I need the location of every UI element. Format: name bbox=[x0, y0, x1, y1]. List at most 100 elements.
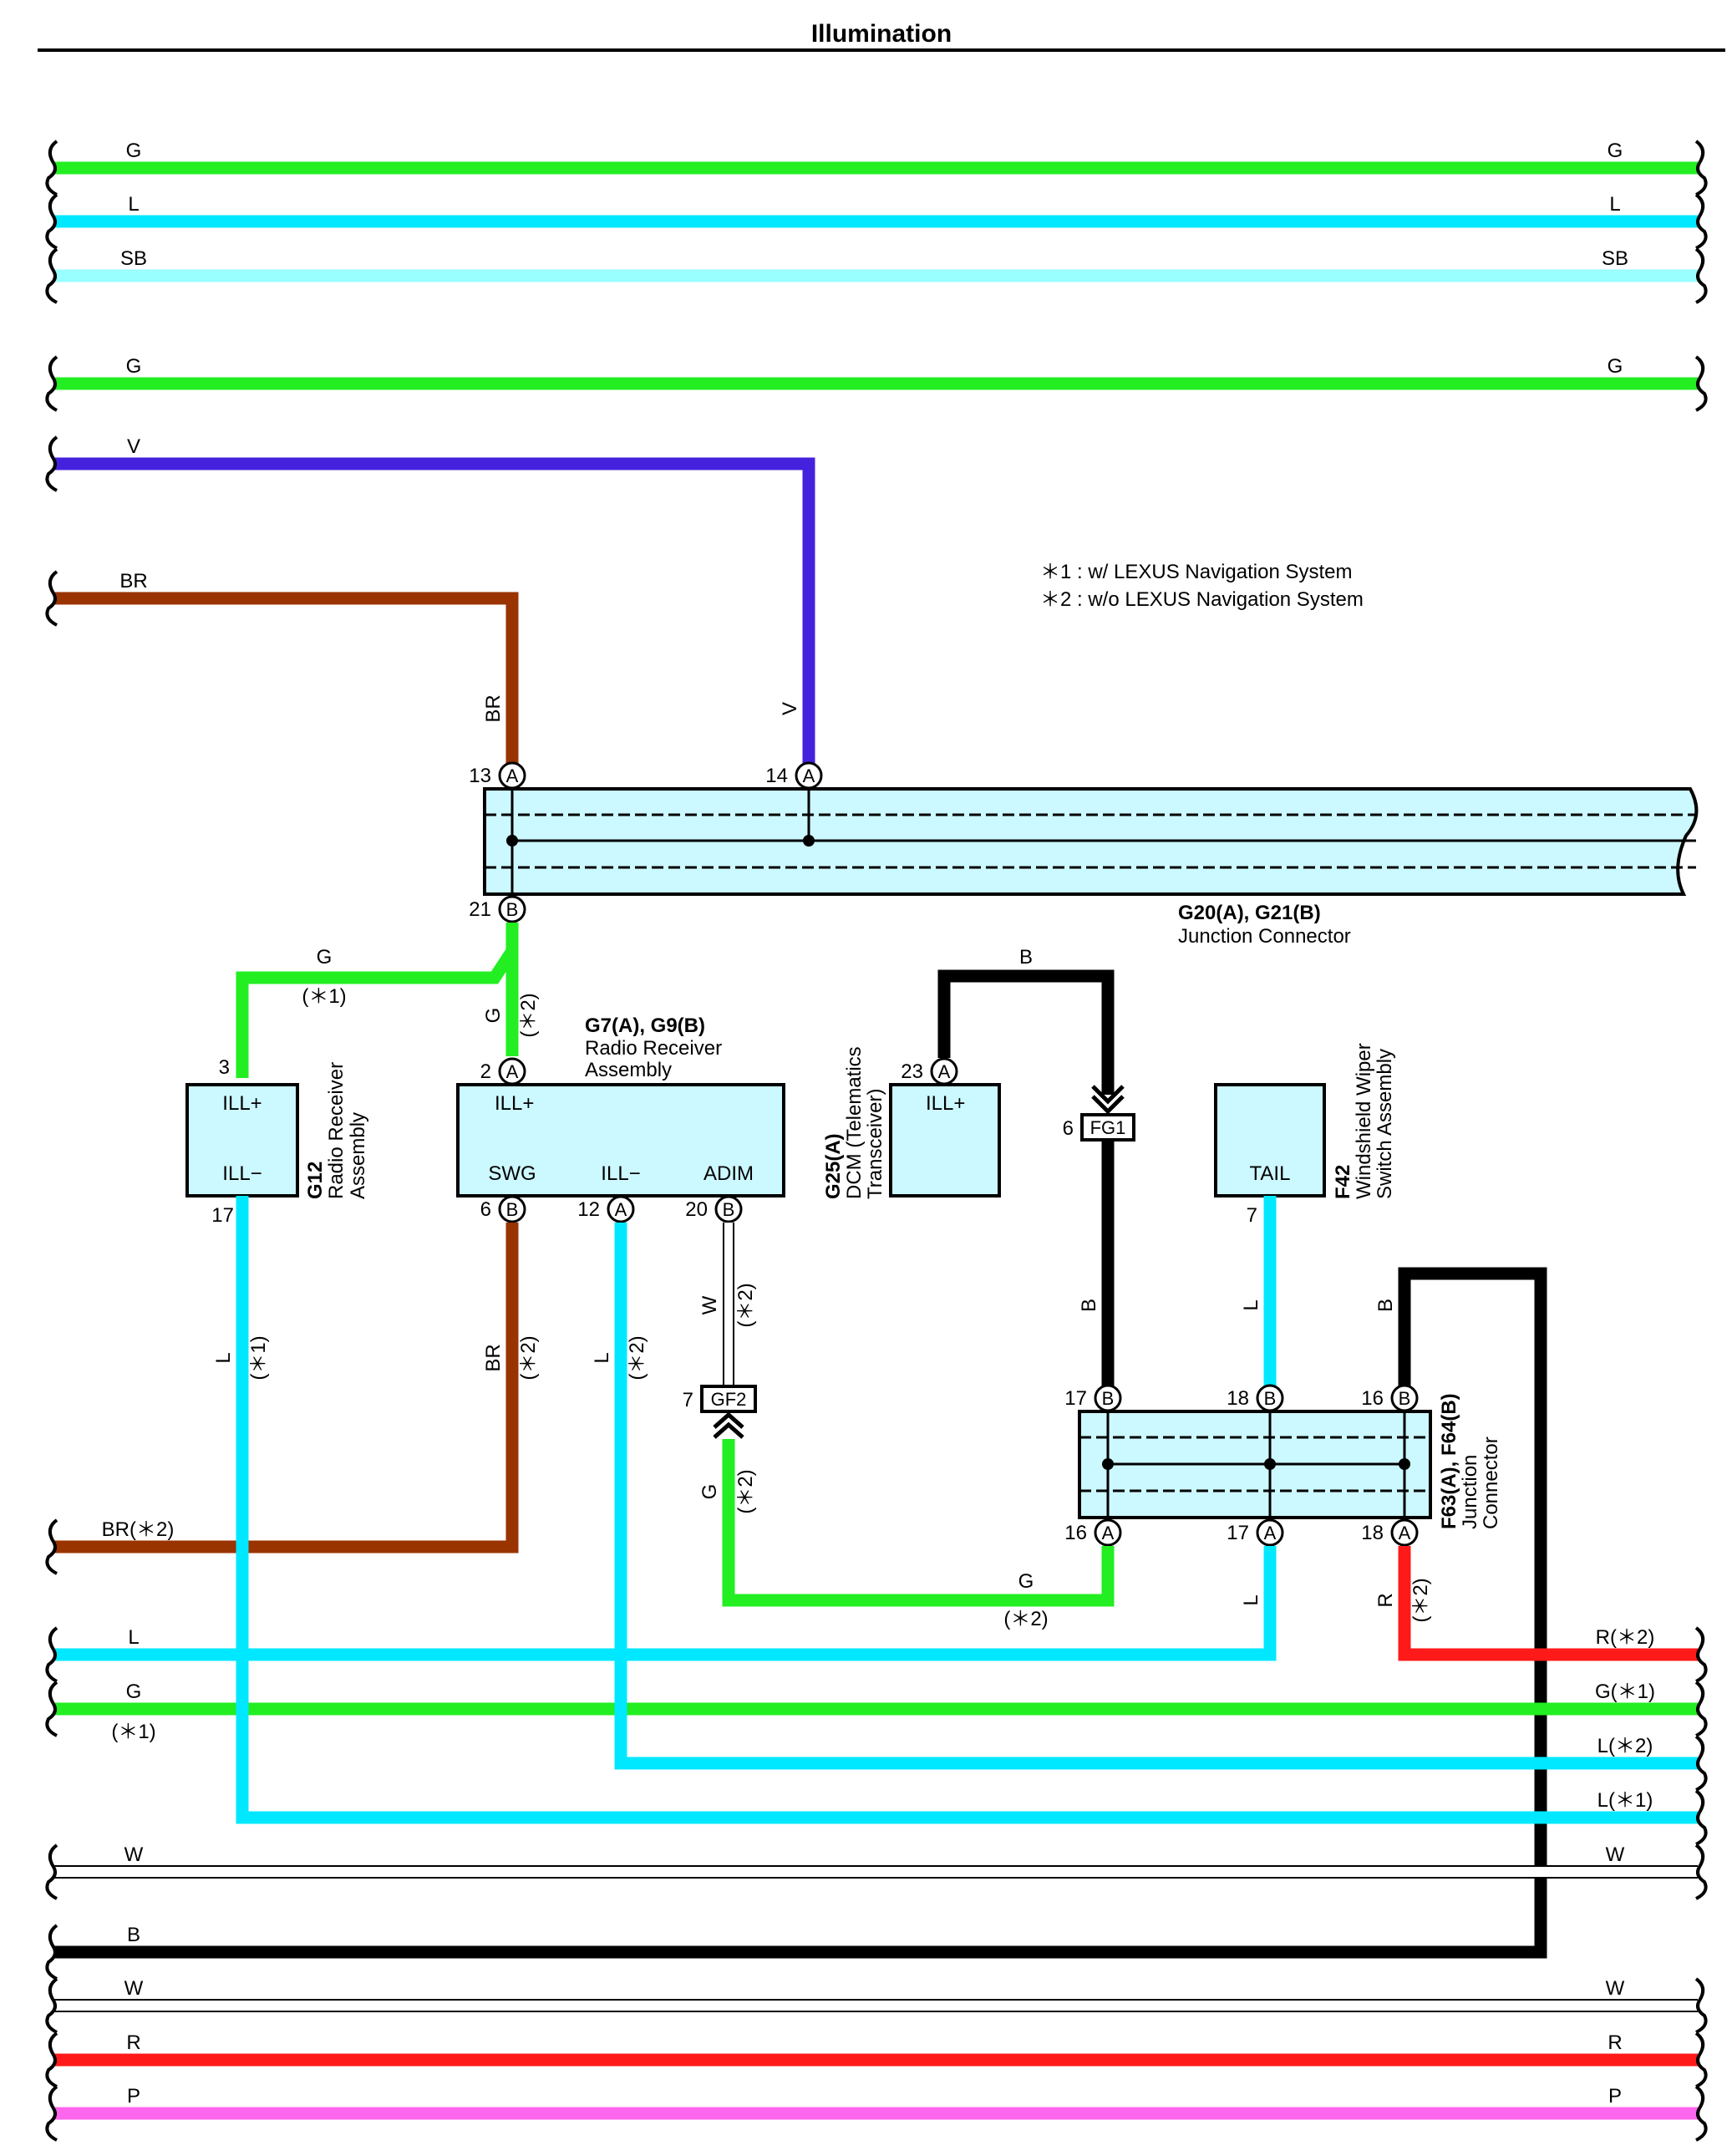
svg-text:W: W bbox=[1606, 1977, 1625, 2000]
svg-text:G12: G12 bbox=[304, 1162, 327, 1199]
splice-fg1: FG1 6 bbox=[1063, 1113, 1135, 1142]
svg-text:A: A bbox=[506, 765, 519, 786]
svg-text:G: G bbox=[126, 355, 142, 378]
wire-w-1: W W bbox=[54, 1843, 1698, 1879]
break-mark bbox=[45, 2085, 58, 2142]
svg-text:SWG: SWG bbox=[488, 1162, 536, 1185]
break-mark bbox=[1694, 1681, 1708, 1737]
wire-p-bottom: P P bbox=[54, 2085, 1698, 2120]
wire-break-marks bbox=[45, 140, 1708, 2142]
svg-text:G: G bbox=[1608, 355, 1623, 378]
svg-text:7: 7 bbox=[683, 1389, 693, 1411]
component-g25: ILL+ G25(A) DCM (Telematics Transceiver) bbox=[822, 1046, 1001, 1199]
svg-text:(＊2): (＊2) bbox=[734, 1283, 757, 1327]
pin-f64-16: B 16 bbox=[1361, 1384, 1419, 1412]
svg-text:ILL+: ILL+ bbox=[926, 1092, 965, 1115]
svg-text:Assembly: Assembly bbox=[585, 1059, 672, 1081]
note-1: ＊1 : w/ LEXUS Navigation System bbox=[1040, 561, 1352, 583]
svg-text:BR: BR bbox=[119, 570, 147, 592]
svg-text:G: G bbox=[126, 1681, 142, 1703]
svg-text:14: 14 bbox=[765, 765, 788, 787]
svg-text:18: 18 bbox=[1227, 1387, 1249, 1410]
pin-f63-18: A 18 bbox=[1361, 1518, 1419, 1547]
svg-text:23: 23 bbox=[901, 1060, 923, 1083]
svg-text:(＊2): (＊2) bbox=[626, 1335, 648, 1380]
svg-text:21: 21 bbox=[469, 898, 491, 921]
break-mark bbox=[45, 193, 58, 250]
wire-l-top: L L bbox=[54, 193, 1698, 228]
svg-text:(＊1): (＊1) bbox=[247, 1335, 270, 1380]
svg-text:L: L bbox=[128, 1626, 139, 1649]
svg-text:L(＊2): L(＊2) bbox=[1597, 1735, 1653, 1757]
wire-sb-top: SB SB bbox=[54, 247, 1698, 282]
svg-text:A: A bbox=[1399, 1523, 1411, 1543]
break-mark bbox=[1694, 2031, 1708, 2088]
pin-f64-18: B 18 bbox=[1227, 1384, 1284, 1412]
svg-text:A: A bbox=[938, 1061, 951, 1082]
svg-text:7: 7 bbox=[1247, 1204, 1257, 1227]
wire-r-bottom: R R bbox=[54, 2031, 1698, 2067]
svg-text:B: B bbox=[723, 1199, 735, 1220]
svg-text:R: R bbox=[1608, 2031, 1622, 2054]
svg-text:6: 6 bbox=[480, 1198, 491, 1221]
svg-text:V: V bbox=[127, 435, 140, 458]
svg-text:B: B bbox=[1399, 1388, 1411, 1409]
svg-text:Connector: Connector bbox=[1480, 1436, 1502, 1529]
svg-text:W: W bbox=[698, 1295, 721, 1314]
junction-connector-g20: G20(A), G21(B) Junction Connector bbox=[483, 787, 1699, 948]
pin-g7-6: B 6 bbox=[480, 1195, 526, 1223]
svg-text:L: L bbox=[128, 193, 139, 216]
svg-text:A: A bbox=[803, 765, 815, 786]
wire-b-fg1: B bbox=[1078, 1140, 1115, 1387]
svg-text:P: P bbox=[127, 2085, 140, 2108]
svg-text:G: G bbox=[482, 1008, 505, 1024]
wire-w-2: W W bbox=[54, 1977, 1698, 2012]
svg-text:B: B bbox=[1374, 1299, 1397, 1312]
svg-text:Junction Connector: Junction Connector bbox=[1178, 925, 1351, 948]
svg-text:ILL−: ILL− bbox=[222, 1162, 262, 1185]
svg-text:(＊1): (＊1) bbox=[111, 1721, 155, 1743]
component-g7: ILL+ SWG ILL− ADIM G7(A), G9(B) Radio Re… bbox=[456, 1014, 785, 1197]
svg-text:L: L bbox=[212, 1352, 235, 1363]
break-mark bbox=[1694, 1789, 1708, 1846]
splice-gf2: GF2 7 bbox=[683, 1385, 757, 1439]
svg-text:2: 2 bbox=[480, 1060, 491, 1083]
svg-text:20: 20 bbox=[685, 1198, 708, 1221]
svg-text:17: 17 bbox=[1227, 1522, 1249, 1544]
component-f42: TAIL 7 F42 Windshield Wiper Switch Assem… bbox=[1214, 1043, 1396, 1227]
wire-g-top-1: G G bbox=[54, 140, 1698, 175]
svg-text:Radio Receiver: Radio Receiver bbox=[325, 1062, 348, 1199]
wire-w-adim: W (＊2) bbox=[698, 1223, 757, 1387]
svg-text:R(＊2): R(＊2) bbox=[1596, 1626, 1655, 1649]
svg-text:6: 6 bbox=[1063, 1117, 1074, 1140]
break-mark bbox=[1694, 247, 1708, 304]
svg-text:GF2: GF2 bbox=[711, 1389, 747, 1410]
break-mark bbox=[45, 1681, 58, 1737]
svg-text:BR: BR bbox=[482, 694, 505, 722]
wire-l-g12: L (＊1) L(＊1) bbox=[212, 1196, 1698, 1824]
svg-text:G: G bbox=[698, 1484, 721, 1500]
pin-f63-16: A 16 bbox=[1064, 1518, 1122, 1547]
svg-text:18: 18 bbox=[1361, 1522, 1384, 1544]
svg-text:G(＊1): G(＊1) bbox=[1595, 1681, 1655, 1703]
svg-text:Windshield Wiper: Windshield Wiper bbox=[1353, 1043, 1375, 1199]
break-mark bbox=[45, 435, 58, 492]
svg-text:V: V bbox=[779, 702, 801, 715]
svg-text:L: L bbox=[1240, 1594, 1262, 1605]
svg-text:(＊2): (＊2) bbox=[734, 1469, 757, 1513]
break-mark bbox=[45, 1977, 58, 2034]
break-mark bbox=[45, 2031, 58, 2088]
svg-text:ILL−: ILL− bbox=[601, 1162, 640, 1185]
break-mark bbox=[45, 1843, 58, 1900]
svg-text:B: B bbox=[506, 899, 519, 920]
svg-text:L: L bbox=[1609, 193, 1620, 216]
svg-text:Junction: Junction bbox=[1459, 1455, 1481, 1529]
svg-text:16: 16 bbox=[1361, 1387, 1384, 1410]
svg-text:SB: SB bbox=[1602, 247, 1628, 270]
svg-text:L(＊1): L(＊1) bbox=[1597, 1789, 1653, 1812]
svg-text:P: P bbox=[1608, 2085, 1622, 2108]
break-mark bbox=[45, 1518, 58, 1575]
pin-g7-20: B 20 bbox=[685, 1195, 743, 1223]
pin-g20-13: A 13 bbox=[469, 761, 526, 790]
svg-text:G25(A): G25(A) bbox=[822, 1133, 845, 1199]
